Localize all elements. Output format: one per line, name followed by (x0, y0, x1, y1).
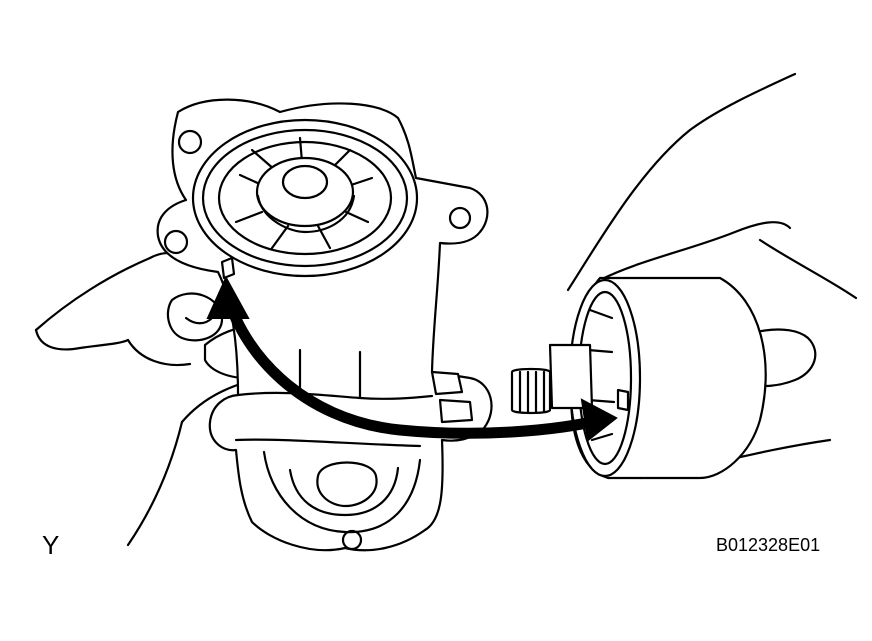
housing-front-flange (191, 118, 419, 280)
alignment-arrow (206, 275, 618, 442)
armature-yoke-illustration (510, 276, 767, 480)
figure-code: B012328E01 (716, 535, 821, 555)
view-label: Y (42, 530, 60, 560)
